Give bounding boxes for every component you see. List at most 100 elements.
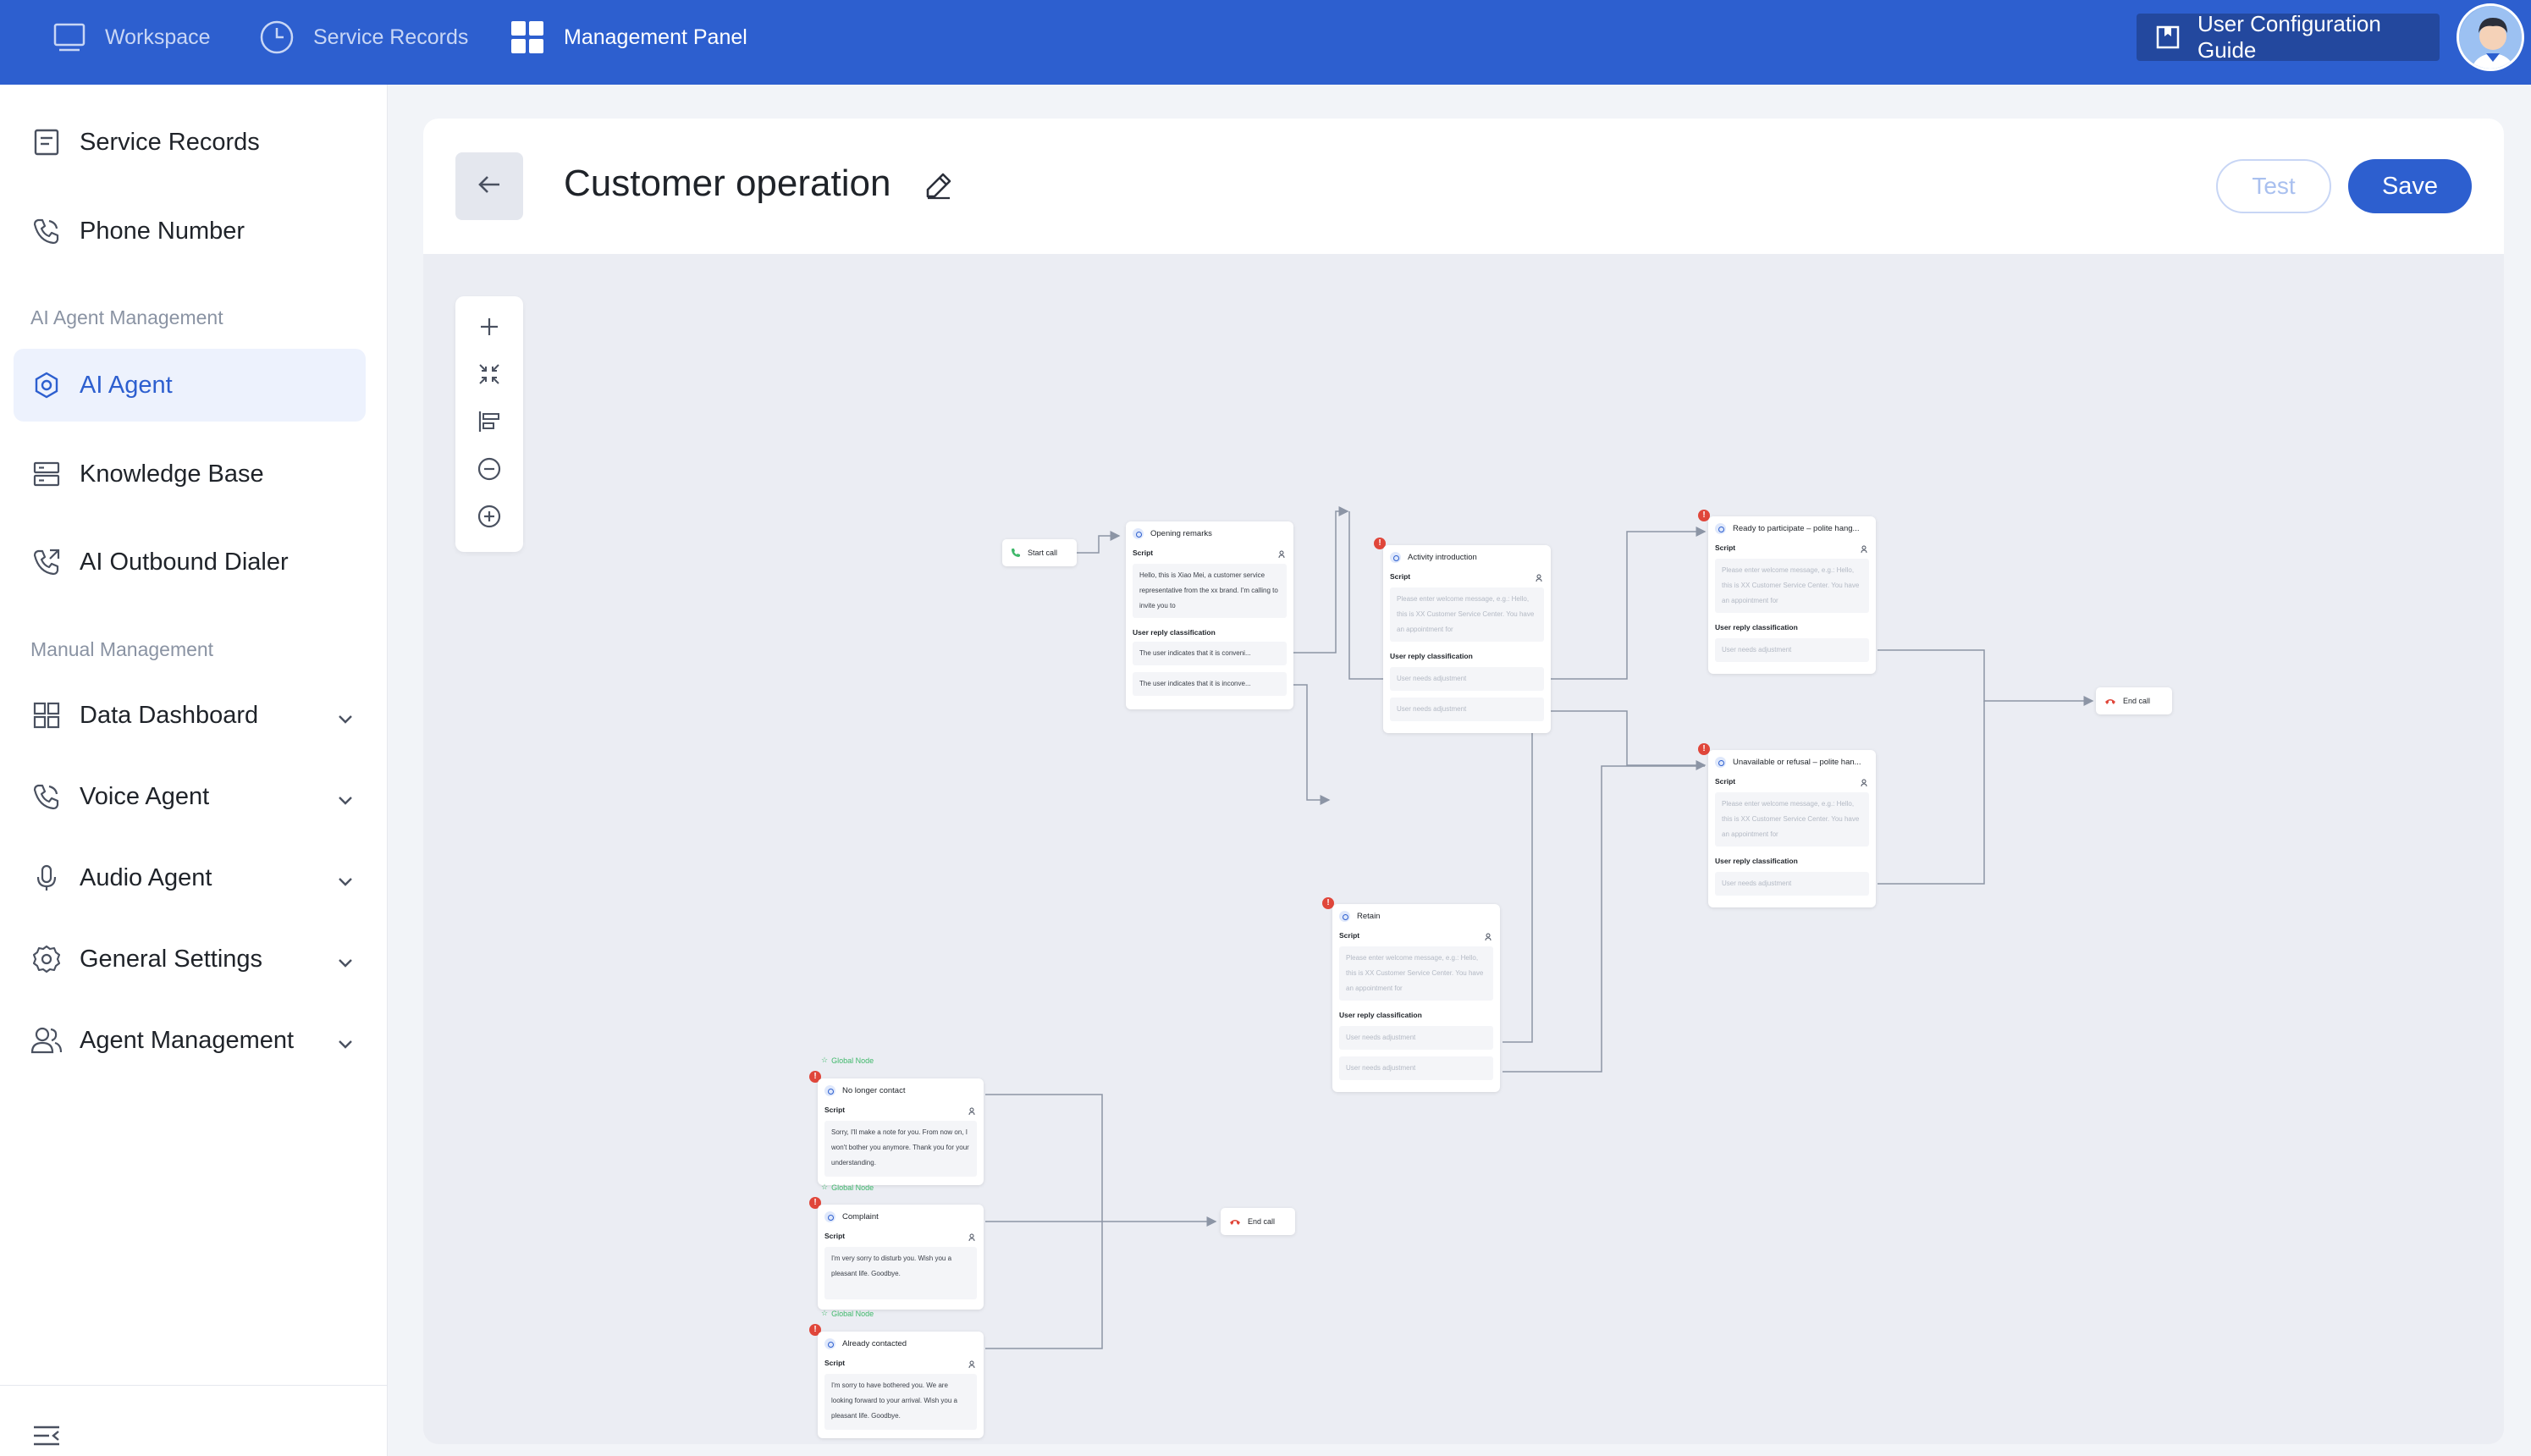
node-reply-label: User reply classification: [1715, 623, 1798, 631]
node-reply-label: User reply classification: [1390, 652, 1473, 660]
user-configuration-guide-button[interactable]: User Configuration Guide: [2137, 11, 2440, 63]
phone-outgoing-icon: [30, 546, 63, 578]
sidebar-item-ai-outbound-dialer[interactable]: AI Outbound Dialer: [14, 526, 366, 598]
node-script-label: Script: [1390, 572, 1411, 581]
page-title: Customer operation: [564, 163, 891, 204]
test-button[interactable]: Test: [2216, 159, 2331, 213]
user-settings-icon[interactable]: [968, 1107, 977, 1116]
database-icon: [30, 458, 63, 490]
sidebar-item-label: General Settings: [80, 945, 263, 973]
edge-ready-to-end: [1878, 649, 2094, 706]
reply-option[interactable]: The user indicates that it is inconve...: [1133, 672, 1287, 696]
sidebar-footer: [0, 1385, 388, 1456]
user-settings-icon[interactable]: [1861, 545, 1869, 554]
node-script-text[interactable]: I'm very sorry to disturb you. Wish you …: [824, 1247, 977, 1299]
node-header: No longer contact: [824, 1085, 905, 1096]
reply-option[interactable]: User needs adjustment: [1339, 1026, 1493, 1050]
sidebar-item-label: AI Agent: [80, 371, 173, 399]
user-settings-icon[interactable]: [968, 1360, 977, 1369]
back-button[interactable]: [455, 152, 523, 220]
node-header: Already contacted: [824, 1338, 907, 1349]
node-script-text[interactable]: Please enter welcome message, e.g.: Hell…: [1339, 946, 1493, 1001]
auto-layout-icon[interactable]: [474, 406, 505, 437]
hang-up-icon: [2104, 697, 2116, 705]
flow-node-no-longer-contact[interactable]: No longer contact Script Sorry, I'll mak…: [818, 1078, 984, 1185]
sidebar-item-label: Data Dashboard: [80, 701, 259, 729]
flow-node-complaint[interactable]: Complaint Script I'm very sorry to distu…: [818, 1205, 984, 1310]
start-call-node[interactable]: Start call: [1002, 539, 1077, 566]
node-header: Ready to participate – polite hang...: [1715, 523, 1859, 534]
top-bar: Workspace Service Records Management Pan…: [0, 0, 2531, 85]
nav-label: Management Panel: [564, 25, 747, 49]
sidebar-item-general-settings[interactable]: General Settings: [14, 923, 366, 995]
reply-option[interactable]: User needs adjustment: [1390, 698, 1544, 721]
nav-service-records[interactable]: Service Records: [259, 0, 468, 74]
node-header: Unavailable or refusal – polite han...: [1715, 757, 1861, 768]
grid-icon: [510, 19, 545, 55]
warning-icon: !: [1698, 510, 1710, 521]
flow-node-retain[interactable]: Retain Script Please enter welcome messa…: [1332, 904, 1500, 1092]
edge-opening-to-retain: [1293, 684, 1331, 805]
user-settings-icon[interactable]: [1485, 933, 1493, 941]
edge-activity-to-unavailable: [1551, 710, 1707, 770]
node-header: Activity introduction: [1390, 552, 1477, 563]
collapse-menu-icon[interactable]: [32, 1425, 61, 1451]
sidebar-item-knowledge-base[interactable]: Knowledge Base: [14, 438, 366, 510]
chat-bubble-icon: [1339, 911, 1350, 922]
reply-option[interactable]: The user indicates that it is conveni...: [1133, 642, 1287, 665]
node-script-text[interactable]: Please enter welcome message, e.g.: Hell…: [1715, 559, 1869, 613]
flow-node-ready-to-participate[interactable]: Ready to participate – polite hang... Sc…: [1708, 516, 1876, 674]
reply-option[interactable]: User needs adjustment: [1339, 1056, 1493, 1080]
star-icon: ☆: [821, 1183, 829, 1191]
sidebar-item-data-dashboard[interactable]: Data Dashboard: [14, 679, 366, 752]
node-script-text[interactable]: Hello, this is Xiao Mei, a customer serv…: [1133, 564, 1287, 618]
book-icon: [2155, 25, 2181, 50]
arrow-left-icon: [477, 174, 502, 199]
nav-workspace[interactable]: Workspace: [52, 0, 211, 74]
sidebar-item-label: Audio Agent: [80, 863, 212, 891]
sidebar-item-label: Phone Number: [80, 217, 245, 245]
nav-management-panel[interactable]: Management Panel: [510, 0, 747, 74]
avatar[interactable]: [2457, 3, 2524, 71]
user-settings-icon[interactable]: [1278, 550, 1287, 559]
fit-view-icon[interactable]: [474, 359, 505, 389]
sidebar-item-agent-management[interactable]: Agent Management: [14, 1004, 366, 1077]
flow-node-unavailable-or-refusal[interactable]: Unavailable or refusal – polite han... S…: [1708, 750, 1876, 907]
editor-panel: Customer operation Test Save: [423, 119, 2504, 1444]
chat-bubble-icon: [1133, 528, 1144, 539]
reply-option[interactable]: User needs adjustment: [1390, 667, 1544, 691]
guide-label: User Configuration Guide: [2197, 11, 2381, 63]
add-node-icon[interactable]: [474, 312, 505, 342]
edge-retain-to-unavailable: [1503, 765, 1705, 1073]
zoom-out-icon[interactable]: [474, 454, 505, 484]
sidebar-item-service-records[interactable]: Service Records: [14, 106, 366, 179]
monitor-icon: [52, 22, 86, 52]
flow-canvas[interactable]: Start call Opening remarks Script Hello,…: [423, 254, 2504, 1444]
node-script-text[interactable]: I'm sorry to have bothered you. We are l…: [824, 1374, 977, 1430]
node-script-text[interactable]: Please enter welcome message, e.g.: Hell…: [1715, 792, 1869, 847]
user-settings-icon[interactable]: [968, 1233, 977, 1242]
flow-node-activity-introduction[interactable]: Activity introduction Script Please ente…: [1383, 545, 1551, 733]
sidebar-item-phone-number[interactable]: Phone Number: [14, 195, 366, 267]
save-button[interactable]: Save: [2348, 159, 2472, 213]
user-settings-icon[interactable]: [1861, 779, 1869, 787]
sidebar-item-audio-agent[interactable]: Audio Agent: [14, 841, 366, 914]
zoom-in-icon[interactable]: [474, 501, 505, 532]
node-script-text[interactable]: Sorry, I'll make a note for you. From no…: [824, 1121, 977, 1177]
flow-node-opening-remarks[interactable]: Opening remarks Script Hello, this is Xi…: [1126, 521, 1293, 709]
node-reply-label: User reply classification: [1339, 1011, 1422, 1019]
node-script-label: Script: [824, 1106, 846, 1114]
node-reply-label: User reply classification: [1715, 857, 1798, 865]
end-call-node[interactable]: End call: [1221, 1208, 1295, 1235]
flow-node-already-contacted[interactable]: Already contacted Script I'm sorry to ha…: [818, 1332, 984, 1438]
sidebar-item-ai-agent[interactable]: AI Agent: [14, 349, 366, 422]
chat-bubble-icon: [1715, 523, 1726, 534]
node-script-text[interactable]: Please enter welcome message, e.g.: Hell…: [1390, 587, 1544, 642]
sidebar-item-label: Service Records: [80, 128, 260, 156]
reply-option[interactable]: User needs adjustment: [1715, 638, 1869, 662]
reply-option[interactable]: User needs adjustment: [1715, 872, 1869, 896]
edit-pencil-icon[interactable]: [924, 171, 953, 204]
end-call-node[interactable]: End call: [2096, 687, 2172, 714]
user-settings-icon[interactable]: [1536, 574, 1544, 582]
sidebar-item-voice-agent[interactable]: Voice Agent: [14, 760, 366, 833]
